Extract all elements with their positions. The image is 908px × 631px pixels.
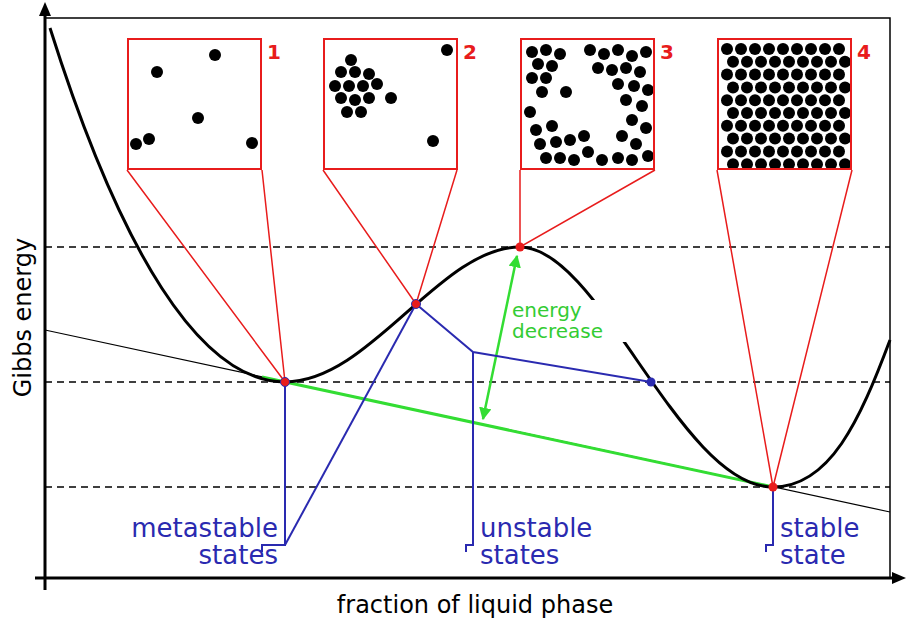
axis-label: Gibbs energy: [11, 238, 36, 398]
particle-view: [325, 40, 456, 168]
callout-number: 1: [267, 42, 281, 62]
particle-view: [522, 40, 653, 168]
zoom-inset: 1: [127, 38, 262, 170]
state-label: unstable states: [480, 515, 660, 570]
callout-number: 2: [463, 42, 477, 62]
state-label: stable state: [780, 515, 898, 570]
particle-view: [719, 40, 850, 168]
zoom-inset: 2: [323, 38, 458, 170]
zoom-inset: 4: [717, 38, 852, 170]
common-tangent: [262, 377, 773, 487]
gibbs-curve: [50, 28, 890, 487]
state-label: metastable states: [112, 515, 278, 570]
state-points: [281, 243, 778, 492]
axis-label: fraction of liquid phase: [337, 593, 613, 618]
plot-frame: [45, 18, 890, 578]
axes: [35, 2, 906, 590]
callout-number: 3: [660, 42, 674, 62]
zoom-lines: [127, 170, 852, 487]
level-lines: [45, 247, 890, 487]
callout-number: 4: [857, 42, 871, 62]
particle-view: [129, 40, 260, 168]
zoom-inset: 3: [520, 38, 655, 170]
annotation: energy decrease: [512, 300, 632, 342]
